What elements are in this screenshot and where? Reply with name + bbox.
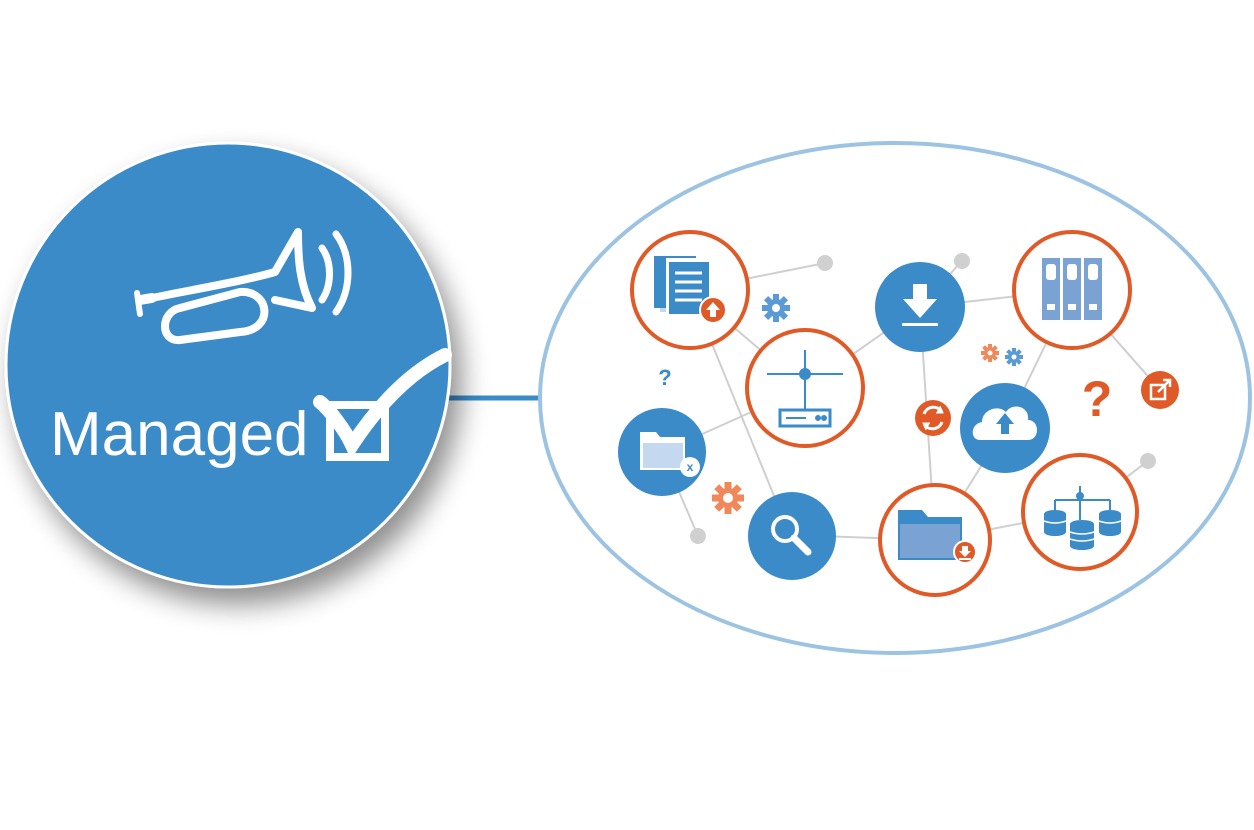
network-cloud: x <box>538 141 1252 655</box>
file-cabinet-node <box>1012 230 1132 350</box>
gray-node <box>690 528 706 544</box>
sound-waves-icon <box>318 230 352 316</box>
gear-icon <box>981 344 999 362</box>
sync-node <box>915 400 951 436</box>
badge-title: Managed <box>50 400 309 469</box>
sync-icon <box>922 405 944 431</box>
download-icon <box>902 284 938 326</box>
question-mark-large: ? <box>1082 371 1113 427</box>
bugle-icon <box>134 228 316 344</box>
managed-badge: Managed <box>4 141 452 589</box>
checkbox-check-icon <box>313 348 452 461</box>
file-cabinet-icon <box>1042 258 1102 320</box>
gear-icon <box>712 482 744 514</box>
gray-node <box>1140 453 1156 469</box>
network-server-node <box>745 328 865 448</box>
database-cluster-node <box>1021 453 1139 571</box>
question-mark-small: ? <box>658 365 671 390</box>
cloud-upload-icon <box>972 406 1037 440</box>
search-icon <box>771 515 812 556</box>
external-link-node <box>1141 371 1179 409</box>
folder-x-mark: x <box>687 460 694 474</box>
folder-delete-node: x <box>618 408 706 496</box>
network-server-icon <box>767 350 843 428</box>
search-node <box>748 492 836 580</box>
folder-delete-icon: x <box>640 432 700 477</box>
gray-node <box>954 253 970 269</box>
database-cluster-icon <box>1043 486 1122 550</box>
folder-download-icon <box>898 510 977 564</box>
external-link-icon <box>1149 378 1172 401</box>
gear-icon <box>762 294 790 322</box>
folder-download-node <box>878 483 992 597</box>
gray-node <box>817 255 833 271</box>
cloud-upload-node <box>960 383 1050 473</box>
document-upload-node <box>630 230 750 350</box>
gear-icon <box>1005 348 1023 366</box>
download-node <box>875 262 965 352</box>
document-upload-icon <box>654 256 727 324</box>
badge-circle <box>4 141 452 589</box>
